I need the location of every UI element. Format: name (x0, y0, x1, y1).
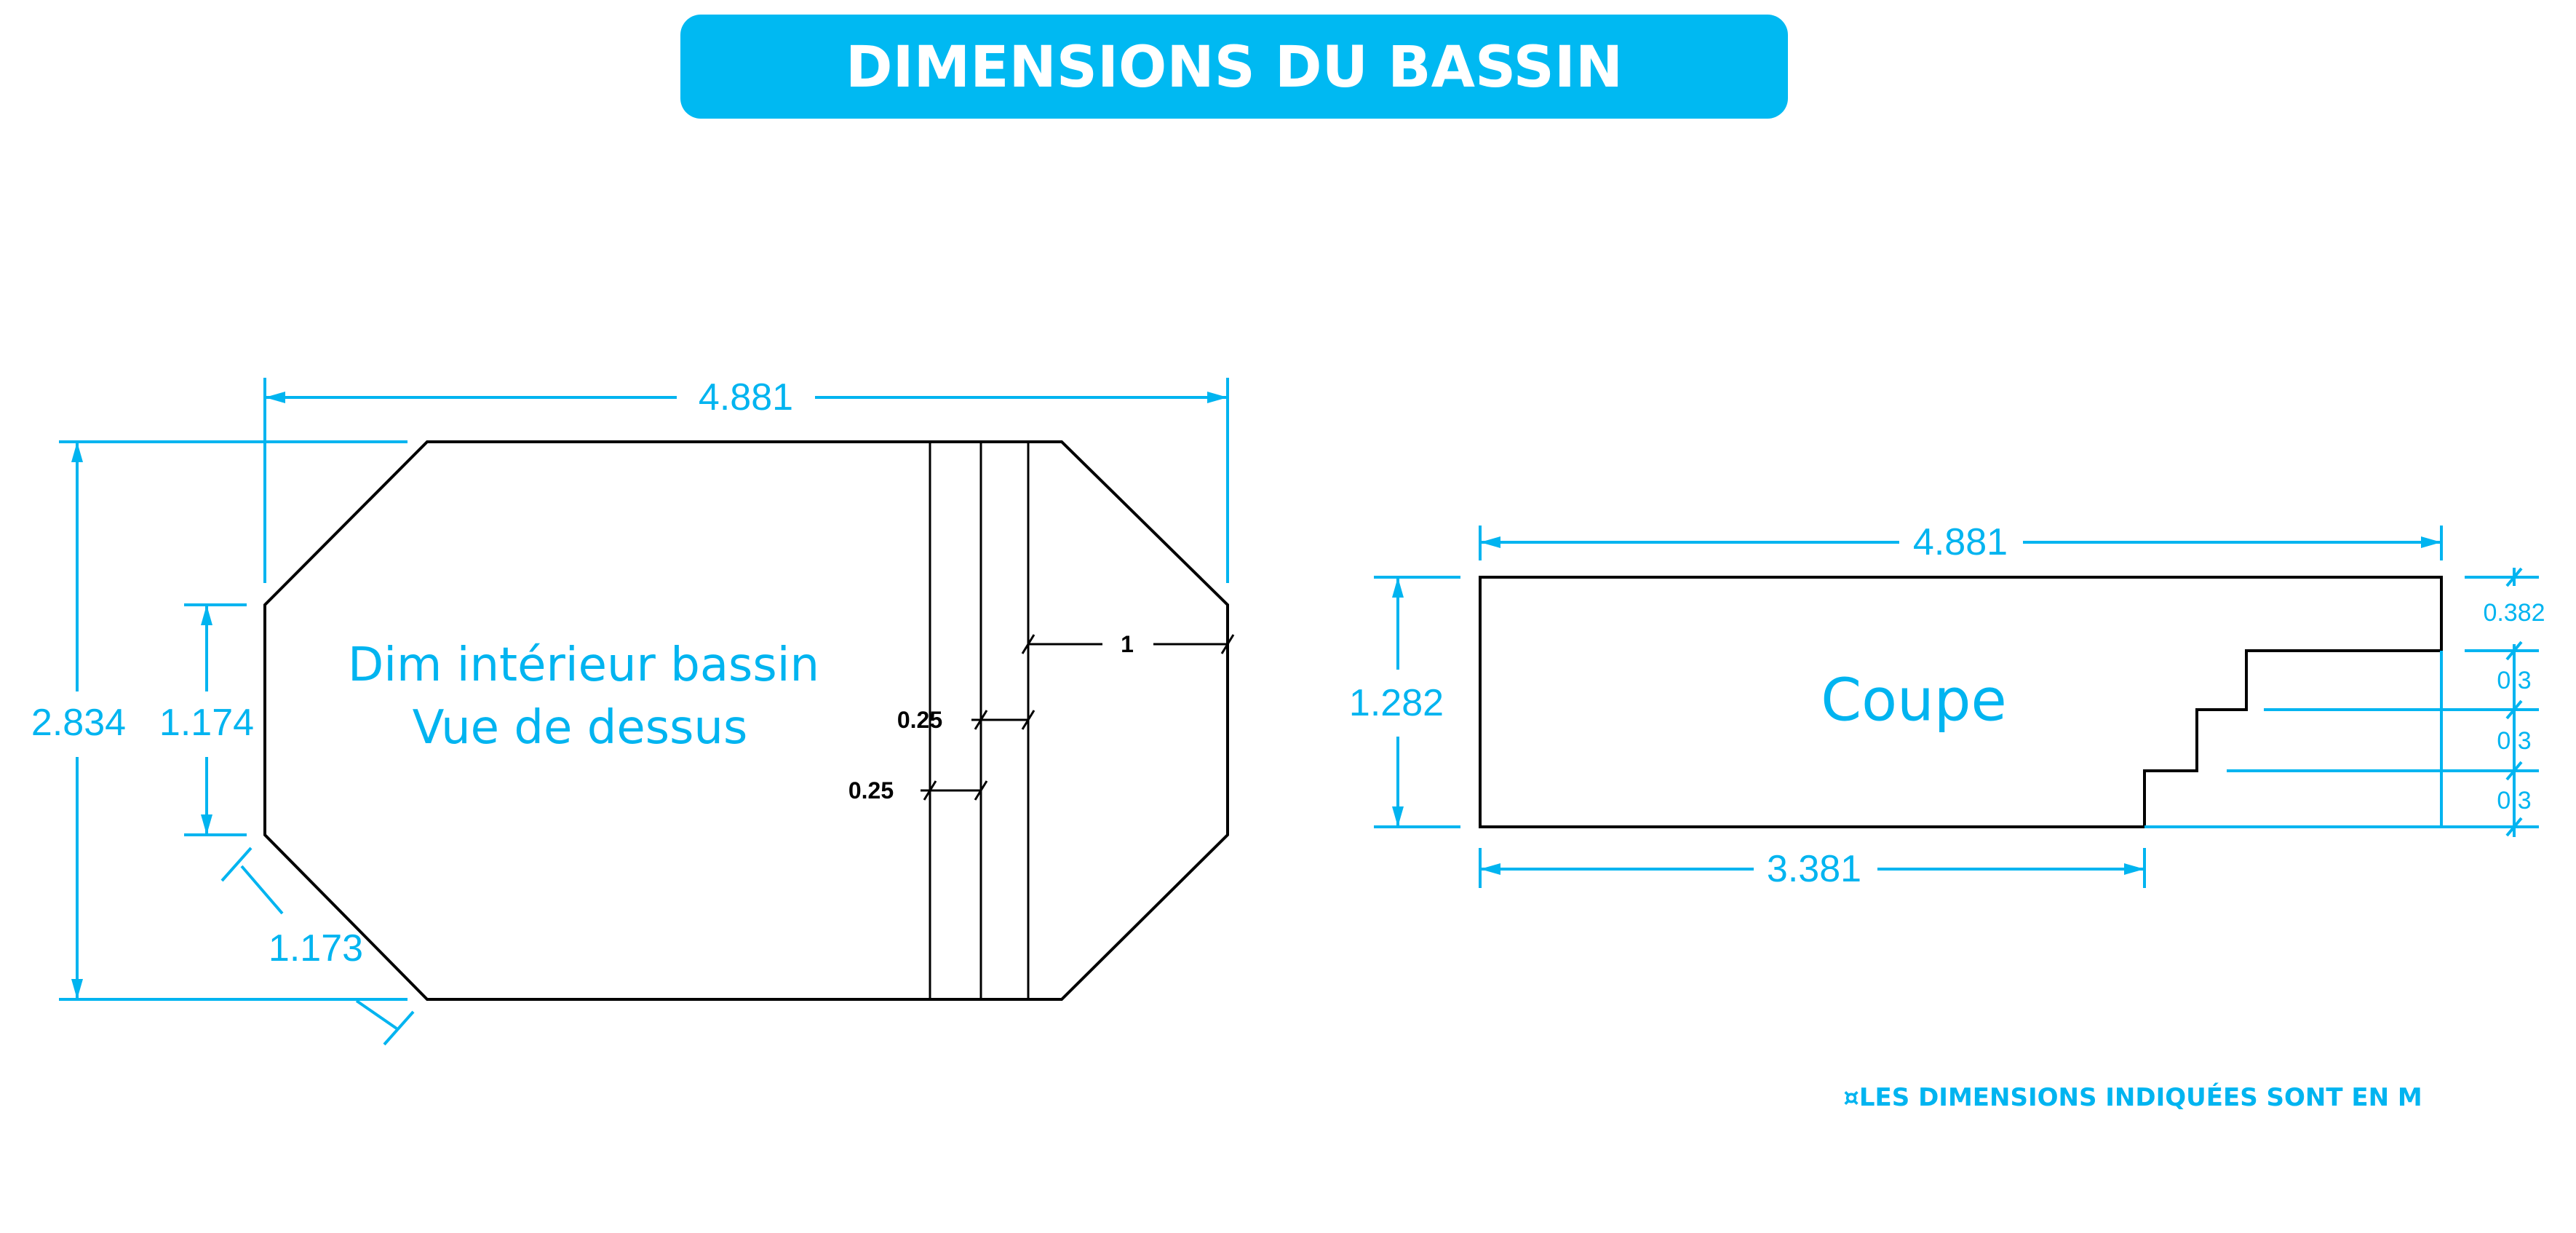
dim-label-step-1: 0.25 (897, 707, 942, 733)
dim-label-section-depth: 1.282 (1349, 682, 1444, 724)
dim-label-step: 0.3 (2497, 787, 2531, 814)
section-view-label: Coupe (1821, 667, 2007, 734)
dim-label-width: 2.834 (31, 702, 126, 744)
top-view-sublabel: Vue de dessus (413, 701, 748, 755)
dim-label-diagonal: 1.173 (269, 927, 363, 970)
dim-label-top-step: 0.382 (2483, 599, 2545, 627)
dim-step-1: 0.25 (897, 707, 1035, 733)
dim-steps-section: 0.382 0.3 0.3 0.3 (2144, 567, 2545, 837)
dim-label-step-2: 0.25 (848, 777, 894, 804)
dim-label-floor-length: 3.381 (1767, 848, 1861, 890)
dim-label-step: 0.3 (2497, 667, 2531, 694)
dim-label-section-length: 4.881 (1913, 521, 2008, 563)
dim-diagonal: 1.173 (220, 847, 415, 1046)
dim-label-length: 4.881 (699, 376, 793, 419)
top-view-label: Dim intérieur bassin (348, 638, 819, 692)
dim-side-width: 1.174 (159, 603, 254, 836)
pool-outline-section (1479, 576, 2443, 828)
dim-label-step-depth: 1 (1121, 631, 1134, 657)
page-title: DIMENSIONS DU BASSIN (846, 35, 1623, 100)
top-view: 4.881 2.834 1.174 1.17 (31, 376, 1235, 1046)
dim-step-2: 0.25 (848, 777, 988, 804)
dim-label-step: 0.3 (2497, 727, 2531, 755)
dim-width-top: 2.834 (31, 440, 408, 1001)
dim-length-section: 4.881 (1479, 521, 2443, 563)
dim-length-top: 4.881 (263, 376, 1229, 583)
dim-floor-length: 3.381 (1479, 848, 2146, 890)
dim-depth-section: 1.282 (1349, 576, 1460, 828)
title-banner-background (680, 15, 1788, 119)
dim-label-side-width: 1.174 (159, 702, 254, 744)
title-banner: DIMENSIONS DU BASSIN (680, 15, 1788, 119)
dim-step-depth: 1 (1021, 631, 1235, 657)
units-footnote: ¤LES DIMENSIONS INDIQUÉES SONT EN M (1843, 1082, 2422, 1112)
pool-outline-top (263, 440, 1229, 1001)
section-view: 4.881 1.282 3.381 (1349, 521, 2545, 890)
